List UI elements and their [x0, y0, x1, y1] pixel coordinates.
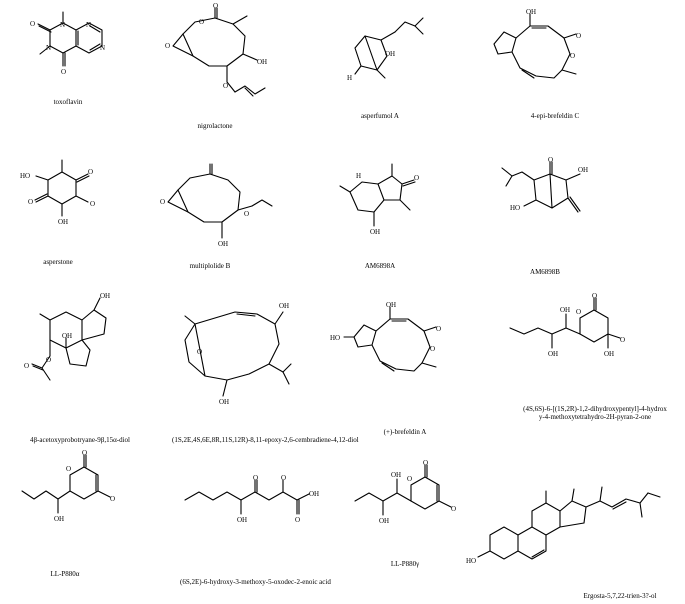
compound-label: LL-P880γ — [390, 560, 420, 568]
atom-label: OH — [257, 58, 267, 66]
atom-label: OH — [100, 292, 110, 300]
compound-label: AM6898A — [364, 262, 396, 270]
atom-label: OH — [385, 50, 395, 58]
atom-label: O — [295, 516, 300, 524]
atom-label: OH — [578, 166, 588, 174]
atom-label: OH — [58, 218, 68, 226]
ll-p880-alpha-structure: O O O OH — [21, 449, 115, 523]
ll-p880-gamma-structure: O O O OH OH — [354, 459, 456, 525]
compound-label: 4β-acetoxyprobotryane-9β,15α-diol — [29, 436, 130, 444]
atom-label: O — [90, 200, 95, 208]
atom-label: O — [24, 362, 29, 370]
atom-label: OH — [370, 228, 380, 236]
atom-label: O — [451, 505, 456, 513]
atom-label: O — [88, 168, 93, 176]
4b-acetoxyprobotryane-structure: OH OH O O — [24, 292, 110, 381]
compound-label-line2: y-4-methoxytetrahydro-2H-pyran-2-one — [538, 413, 652, 421]
cembradiene-structure: OH OH O — [184, 302, 292, 406]
atom-label: OH — [309, 490, 319, 498]
compound-label: asperfumol A — [361, 112, 399, 120]
compound-label: (6S,2E)-6-hydroxy-3-methoxy-5-oxodec-2-e… — [180, 578, 331, 586]
atom-label: O — [46, 356, 51, 364]
atom-label: OH — [391, 471, 401, 479]
atom-label: H — [356, 172, 361, 180]
compound-label: 4-epi-brefeldin C — [530, 112, 580, 120]
nigrolactone-structure: O O OH O O — [165, 2, 267, 97]
atom-label: OH — [54, 515, 64, 523]
atom-label: O — [223, 82, 228, 90]
atom-label: HO — [510, 204, 520, 212]
atom-label: N — [46, 44, 51, 52]
atom-label: H — [347, 74, 352, 82]
atom-label: O — [28, 198, 33, 206]
atom-label: N — [60, 21, 65, 29]
atom-label: O — [213, 2, 218, 10]
atom-label: O — [407, 475, 412, 483]
multiplolide-b-structure: O OH O — [160, 163, 273, 248]
am6898b-structure: O OH HO — [501, 156, 588, 213]
atom-label: OH — [548, 350, 558, 358]
compound-label: Ergosta-5,7,22-trien-3?-ol — [583, 592, 657, 600]
compound-label: (+)-brefeldin A — [383, 428, 427, 436]
asperfumol-a-structure: OH H — [347, 17, 424, 82]
toxoflavin-structure: O O N N N N — [30, 11, 105, 76]
atom-label: OH — [386, 301, 396, 309]
atom-label: OH — [279, 302, 289, 310]
compound-label: AM6898B — [530, 268, 560, 276]
atom-label: O — [66, 465, 71, 473]
atom-label: OH — [379, 517, 389, 525]
atom-label: OH — [237, 516, 247, 524]
compound-label: nigrolactone — [197, 122, 233, 130]
ergosta-structure: HO — [466, 486, 661, 565]
atom-label: O — [160, 198, 165, 206]
oxodecenoic-acid-structure: O OH O O OH — [184, 474, 319, 524]
atom-label: O — [436, 325, 441, 333]
compound-label: asperstone — [43, 258, 73, 266]
atom-label: O — [253, 474, 258, 482]
atom-label: O — [620, 336, 625, 344]
atom-label: OH — [219, 398, 229, 406]
atom-label: HO — [20, 172, 30, 180]
atom-label: O — [576, 32, 581, 40]
atom-label: OH — [604, 350, 614, 358]
atom-label: O — [592, 292, 597, 300]
atom-label: N — [86, 21, 91, 29]
atom-label: O — [548, 156, 553, 164]
asperstone-structure: HO O O O OH — [20, 159, 95, 226]
atom-label: N — [100, 44, 105, 52]
compound-label: multiplolide B — [189, 262, 231, 270]
atom-label: HO — [330, 334, 340, 342]
compound-label: (4S,6S)-6-[(1S,2R)-1,2-dihydroxypentyl]-… — [520, 405, 670, 421]
atom-label: O — [244, 210, 249, 218]
atom-label: O — [61, 68, 66, 76]
atom-label: O — [199, 18, 204, 26]
atom-label: O — [576, 308, 581, 316]
atom-label: OH — [218, 240, 228, 248]
compound-label: toxoflavin — [53, 98, 83, 106]
compound-label-line1: (4S,6S)-6-[(1S,2R)-1,2-dihydroxypentyl]-… — [523, 405, 667, 413]
atom-label: HO — [466, 557, 476, 565]
dihydroxypentyl-pyranone-structure: O O O OH OH OH — [509, 292, 625, 358]
atom-label: OH — [560, 306, 570, 314]
atom-label: O — [423, 459, 428, 467]
atom-label: O — [110, 495, 115, 503]
brefeldin-a-structure: OH O O HO — [330, 301, 441, 372]
atom-label: OH — [62, 332, 72, 340]
atom-label: O — [165, 42, 170, 50]
atom-label: O — [82, 449, 87, 457]
4-epi-brefeldin-c-structure: OH O O — [493, 8, 581, 79]
am6898a-structure: O OH H — [339, 163, 419, 236]
atom-label: OH — [526, 8, 536, 16]
compound-label: LL-P880α — [50, 570, 80, 578]
atom-label: O — [430, 345, 435, 353]
atom-label: O — [197, 348, 202, 356]
atom-label: O — [414, 174, 419, 182]
atom-label: O — [570, 52, 575, 60]
compound-label: (1S,2E,4S,6E,8R,11S,12R)-8,11-epoxy-2,6-… — [172, 436, 359, 444]
atom-label: O — [281, 474, 286, 482]
atom-label: O — [30, 20, 35, 28]
